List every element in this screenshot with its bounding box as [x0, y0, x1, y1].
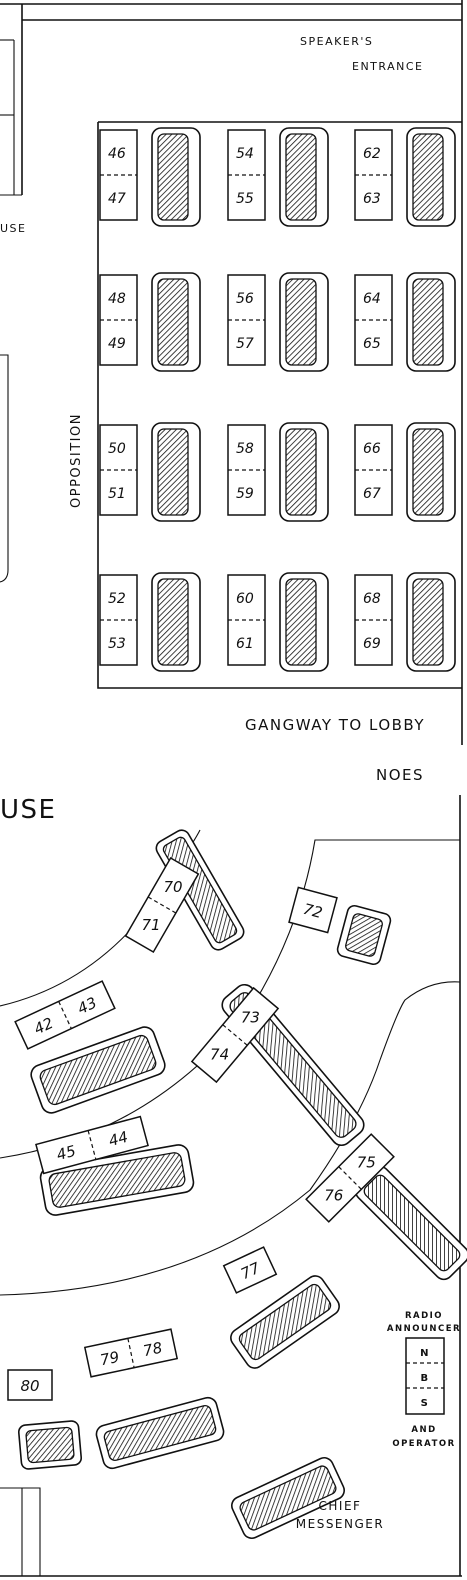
and-label: AND [411, 1425, 436, 1435]
seat-65: 65 [363, 336, 381, 352]
bench-row-4 [17, 1275, 345, 1540]
operator-label: OPERATOR [392, 1439, 455, 1449]
announcer-label: ANNOUNCER [387, 1324, 461, 1334]
bench-i [17, 1420, 83, 1470]
bench-hatch [412, 133, 444, 221]
chief-label: CHIEF [319, 1499, 362, 1513]
seat-pair-45-44: 45 44 [35, 1115, 149, 1175]
seat-78: 78 [142, 1339, 164, 1361]
messenger-label: MESSENGER [296, 1517, 384, 1531]
seat-72-box: 72 [288, 886, 338, 934]
left-fragment-curve [0, 354, 9, 583]
bench-g [230, 1275, 340, 1369]
seat-pair-70-71: 70 71 [124, 857, 200, 953]
bench-f [354, 1165, 467, 1281]
seat-77-box: 77 [222, 1246, 278, 1294]
seat-50: 50 [108, 441, 126, 457]
lower-panel: NOES USE [0, 766, 467, 1577]
seat-44: 44 [107, 1128, 130, 1150]
seat-80-box: 80 [7, 1369, 53, 1401]
seat-58: 58 [236, 441, 254, 457]
radio-box: N B S [405, 1337, 445, 1415]
corner-box-2 [22, 1487, 41, 1576]
seat-47: 47 [108, 191, 126, 207]
bench-hatch [412, 278, 444, 366]
bench-hatch [285, 578, 317, 666]
radio-box-n: N [420, 1348, 430, 1359]
house-label-fragment: USE [0, 222, 26, 235]
noes-label: NOES [376, 766, 424, 784]
seat-46: 46 [108, 146, 126, 162]
radio-box-s: S [421, 1398, 430, 1409]
seat-61: 61 [236, 636, 254, 652]
seat-54: 54 [236, 146, 254, 162]
seat-60: 60 [236, 591, 254, 607]
bench-j [231, 1456, 345, 1540]
seat-62: 62 [363, 146, 381, 162]
seat-52: 52 [108, 591, 126, 607]
seat-55: 55 [236, 191, 254, 207]
bench-hatch [157, 278, 189, 366]
seat-49: 49 [108, 336, 126, 352]
seat-71: 71 [141, 916, 160, 934]
bench-hatch [157, 578, 189, 666]
bench-hatch [285, 428, 317, 516]
seat-66: 66 [363, 441, 381, 457]
seat-pair-42-43: 42 43 [14, 980, 116, 1050]
seat-69: 69 [363, 636, 381, 652]
bench-hatch [157, 133, 189, 221]
seat-57: 57 [236, 336, 254, 352]
seat-63: 63 [363, 191, 381, 207]
bench-h [95, 1396, 225, 1470]
seat-74: 74 [210, 1045, 229, 1063]
bench-b [336, 904, 392, 966]
radio-label: RADIO [405, 1311, 443, 1321]
bench-c [30, 1026, 166, 1114]
bench-hatch [157, 428, 189, 516]
seat-56: 56 [236, 291, 254, 307]
seat-51: 51 [108, 486, 126, 502]
seat-80: 80 [20, 1377, 39, 1395]
seat-pair-73-74: 73 74 [190, 986, 280, 1084]
house-label-fragment-large: USE [0, 795, 56, 825]
seat-75: 75 [357, 1154, 376, 1172]
seat-73: 73 [241, 1009, 260, 1027]
seat-68: 68 [363, 591, 381, 607]
bench-hatch [412, 578, 444, 666]
speakers-entrance-label-1: SPEAKER'S [300, 35, 373, 48]
bench-hatch [285, 278, 317, 366]
seat-pair-75-76: 75 76 [305, 1133, 395, 1223]
seat-79: 79 [98, 1348, 120, 1370]
seat-76: 76 [324, 1186, 343, 1204]
seat-72: 72 [301, 900, 324, 922]
seat-64: 64 [363, 291, 381, 307]
upper-panel: SPEAKER'S ENTRANCE USE OPPOSITION 46 47 48… [0, 0, 463, 745]
bench-row-1 [155, 829, 392, 966]
upper-seat-grid: 46 47 48 49 50 51 52 53 54 55 56 57 58 59 60 61 62 63 64 65… [99, 127, 456, 672]
seat-67: 67 [363, 486, 381, 502]
radio-box-b: B [420, 1373, 429, 1384]
bench-hatch [412, 428, 444, 516]
opposition-label: OPPOSITION [69, 413, 84, 508]
seat-53: 53 [108, 636, 126, 652]
corner-box-1 [0, 1487, 23, 1576]
seat-pair-79-78: 79 78 [83, 1328, 179, 1378]
block-outline [97, 122, 462, 689]
bench-hatch [285, 133, 317, 221]
seat-48: 48 [108, 291, 126, 307]
speakers-entrance-label-2: ENTRANCE [352, 60, 423, 73]
gangway-label: GANGWAY TO LOBBY [245, 716, 425, 734]
seat-70: 70 [163, 878, 182, 896]
seat-45: 45 [55, 1142, 78, 1164]
seat-59: 59 [236, 486, 254, 502]
